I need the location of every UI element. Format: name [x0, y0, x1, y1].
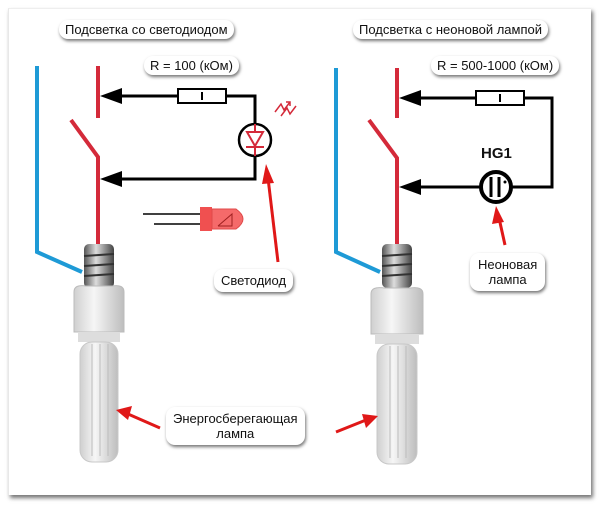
- led-picture: [143, 207, 244, 231]
- neutral-wire-left: [35, 66, 83, 274]
- neon-label-line2: лампа: [488, 272, 527, 287]
- cfl-lamp-label: Энергосберегающая лампа: [166, 407, 305, 445]
- neon-label-line1: Неоновая: [478, 257, 538, 272]
- arrow-head-icon: [399, 179, 421, 195]
- arrow-head-icon: [100, 88, 122, 104]
- right-circuit: [334, 68, 554, 274]
- neutral-wire-right: [334, 68, 381, 274]
- cfl-label-line1: Энергосберегающая: [173, 411, 298, 426]
- switch-right: [367, 118, 399, 250]
- neon-lamp-label: Неоновая лампа: [470, 253, 546, 291]
- pointer-arrow-lamp-right: [335, 418, 367, 434]
- arrow-head-icon: [399, 90, 421, 106]
- light-emission-icon: [274, 101, 297, 117]
- cfl-lamp-left: [73, 244, 125, 463]
- left-circuit: [35, 66, 297, 274]
- neon-designator: HG1: [481, 145, 512, 162]
- cfl-lamp-right: [370, 244, 424, 465]
- pointer-arrow-led: [266, 177, 280, 263]
- right-title: Подсветка с неоновой лампой: [353, 20, 549, 39]
- cfl-label-line2: лампа: [216, 426, 255, 441]
- left-title: Подсветка со светодиодом: [59, 20, 234, 39]
- arrow-head-icon: [100, 171, 122, 187]
- right-resistor-label: R = 500-1000 (кОм): [431, 56, 560, 75]
- led-label: Светодиод: [214, 269, 294, 292]
- left-resistor-label: R = 100 (кОм): [144, 56, 239, 75]
- switch-left: [69, 118, 100, 250]
- pointer-arrow-lamp-left: [127, 412, 161, 430]
- neon-lamp-symbol: [479, 170, 513, 204]
